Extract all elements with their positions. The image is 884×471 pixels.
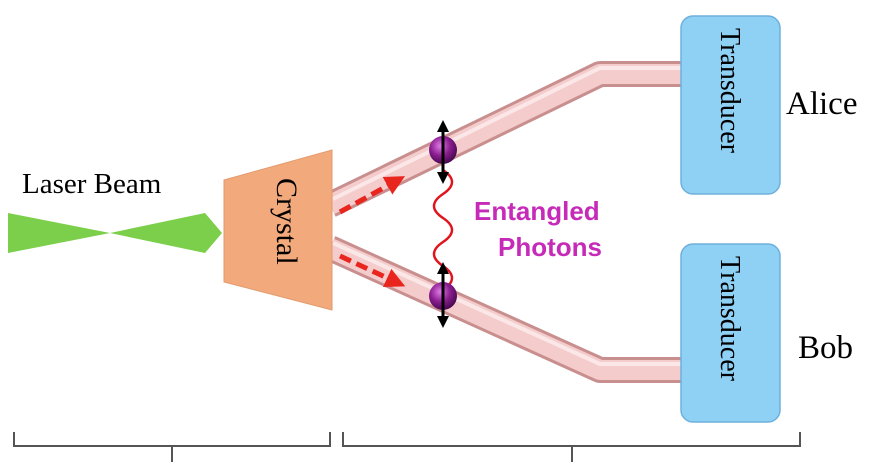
entangled-label-line1: Entangled xyxy=(474,196,600,226)
bracket-right xyxy=(342,432,801,462)
crystal-shape xyxy=(223,149,333,311)
bob-label: Bob xyxy=(798,330,853,366)
entangled-label-line2: Photons xyxy=(498,232,602,262)
fiber-bottom xyxy=(324,236,690,383)
transducer-bottom-box xyxy=(680,243,781,423)
transducer-bottom-label: Transducer xyxy=(714,256,745,382)
red-arrow-bottom xyxy=(338,253,406,288)
bracket-left xyxy=(13,432,331,462)
red-arrow-top xyxy=(338,176,406,215)
fiber-top xyxy=(324,61,690,217)
laser-beam-shape xyxy=(8,213,222,253)
photon-top xyxy=(429,120,457,184)
transducer-top-label: Transducer xyxy=(714,28,745,154)
alice-label: Alice xyxy=(786,86,857,122)
photon-bottom xyxy=(429,262,457,328)
transducer-top-box xyxy=(680,15,781,195)
laser-beam-label: Laser Beam xyxy=(22,168,162,200)
crystal-label: Crystal xyxy=(270,178,303,265)
